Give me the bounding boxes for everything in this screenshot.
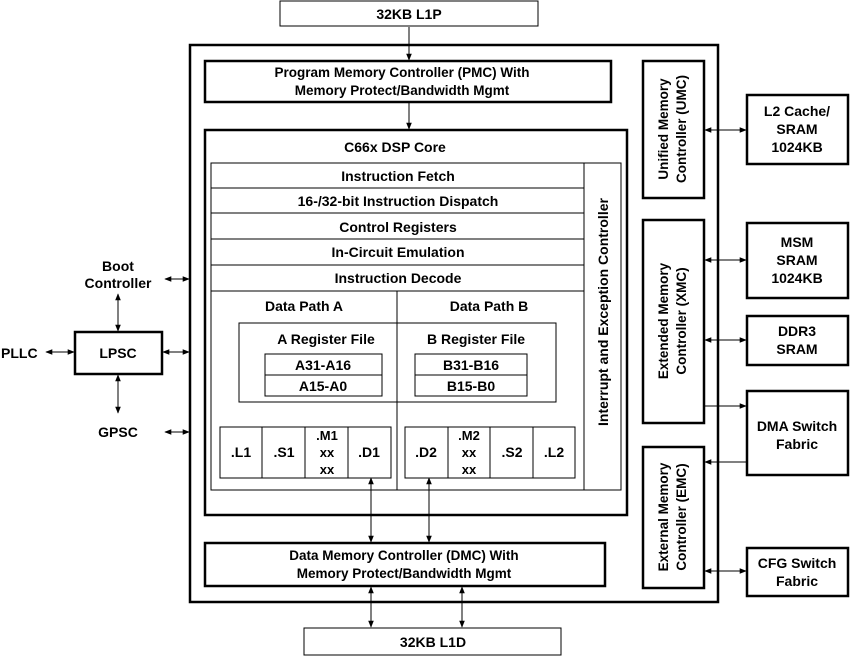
xmc-label-line-1: Extended Memory [656,262,671,379]
umc-block: Unified Memory Controller (UMC) [641,59,706,200]
instruction-decode-row: Instruction Decode [210,264,585,292]
l1d-memory-block: 32KB L1D [303,627,562,656]
register-files: A Register File B Register File A31-A16 … [238,322,557,403]
msm-sram-label-line-2: SRAM [776,252,817,268]
unit-d1: .D1 [358,444,380,460]
msm-sram-label-line-1: MSM [781,234,814,250]
dmc-block: Data Memory Controller (DMC) With Memory… [203,541,607,588]
cfg-switch-label-line-1: CFG Switch [758,555,837,571]
lpsc-label: LPSC [99,345,136,361]
unit-m2: .M2 [458,428,480,443]
b-reg-hi-label: B31-B16 [443,357,499,373]
msm-sram-label-line-3: 1024KB [771,270,822,286]
b-register-file-label: B Register File [427,331,525,347]
l1p-label: 32KB L1P [376,6,441,22]
interrupt-exception-controller: Interrupt and Exception Controller [583,162,622,491]
a-register-file-label: A Register File [277,331,375,347]
unit-m2-line-2: xx [462,445,477,460]
functional-units-a: .L1 .S1 .M1 xx xx .D1 [219,426,392,479]
unit-m1-line-3: xx [320,462,335,477]
msm-sram-block: MSM SRAM 1024KB [745,221,850,300]
emc-block: External Memory Controller (EMC) [641,445,706,590]
lpsc-block: LPSC [73,330,164,376]
ddr3-sram-label-line-1: DDR3 [778,323,816,339]
functional-units-b: .D2 .M2 xx xx .S2 .L2 [404,426,576,479]
unit-d2: .D2 [415,444,437,460]
a-reg-hi-label: A31-A16 [295,357,351,373]
cfg-switch-fabric-block: CFG Switch Fabric [745,546,850,598]
in-circuit-emulation-label: In-Circuit Emulation [332,244,465,260]
unit-s2: .S2 [501,444,522,460]
dsp-core-block: C66x DSP Core Instruction Fetch 16-/32-b… [203,128,629,517]
l1d-label: 32KB L1D [400,634,466,650]
l2-cache-label-line-2: SRAM [776,121,817,137]
umc-label-line-2: Controller (UMC) [674,75,689,183]
a-reg-lo-cell [264,374,383,397]
dma-switch-label-line-1: DMA Switch [757,418,837,434]
ddr3-sram-block: DDR3 SRAM [745,314,850,367]
a-reg-lo-label: A15-A0 [299,378,347,394]
b-reg-lo-cell [414,374,528,397]
l2-cache-block: L2 Cache/ SRAM 1024KB [745,93,850,166]
boot-controller-label-line-1: Boot [102,258,134,274]
unit-m1: .M1 [316,428,338,443]
pmc-label-line-1: Program Memory Controller (PMC) With [275,65,530,80]
data-path-a-label: Data Path A [265,298,343,314]
unit-s1: .S1 [273,444,294,460]
xmc-label-line-2: Controller (XMC) [674,267,689,374]
dma-switch-label-line-2: Fabric [776,436,818,452]
l1p-memory-block: 32KB L1P [279,0,539,27]
instruction-fetch-label: Instruction Fetch [341,168,455,184]
dmc-label-line-2: Memory Protect/Bandwidth Mgmt [297,566,512,581]
l2-cache-label-line-1: L2 Cache/ [764,103,830,119]
instruction-fetch-row: Instruction Fetch [210,162,585,189]
in-circuit-emulation-row: In-Circuit Emulation [210,238,585,266]
data-path-b-label: Data Path B [450,298,529,314]
control-registers-label: Control Registers [339,219,457,235]
l2-cache-label-line-3: 1024KB [771,139,822,155]
dsp-core-title: C66x DSP Core [344,139,446,155]
pllc-label: PLLC [1,345,38,361]
control-registers-row: Control Registers [210,212,585,240]
instruction-dispatch-label: 16-/32-bit Instruction Dispatch [298,193,499,209]
instruction-decode-label: Instruction Decode [335,270,462,286]
umc-label-line-1: Unified Memory [656,78,671,180]
b-reg-lo-label: B15-B0 [447,378,495,394]
cfg-switch-label-line-2: Fabric [776,573,818,589]
pmc-block: Program Memory Controller (PMC) With Mem… [203,59,613,104]
ddr3-sram-label-line-2: SRAM [776,341,817,357]
unit-m2-line-3: xx [462,462,477,477]
emc-label-line-1: External Memory [656,462,671,571]
gpsc-label: GPSC [98,424,138,440]
dmc-label-line-1: Data Memory Controller (DMC) With [289,548,518,563]
boot-controller-label-line-2: Controller [85,275,152,291]
unit-l1: .L1 [231,444,251,460]
dma-switch-fabric-block: DMA Switch Fabric [745,389,850,477]
unit-l2: .L2 [544,444,564,460]
pmc-label-line-2: Memory Protect/Bandwidth Mgmt [295,83,510,98]
xmc-block: Extended Memory Controller (XMC) [641,218,706,425]
unit-m1-line-2: xx [320,445,335,460]
instruction-dispatch-row: 16-/32-bit Instruction Dispatch [210,187,585,214]
interrupt-controller-label: Interrupt and Exception Controller [595,197,611,425]
emc-label-line-2: Controller (EMC) [674,463,689,570]
